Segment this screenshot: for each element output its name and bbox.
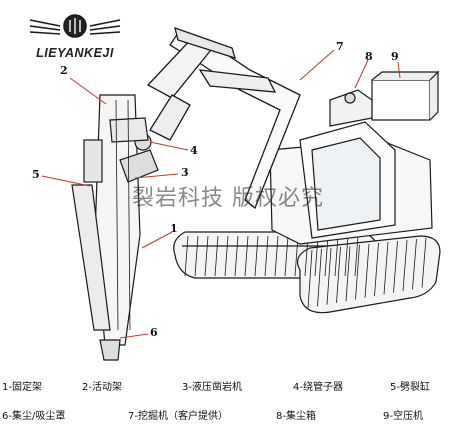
callout-number-8: 8 <box>365 50 373 63</box>
track-tread <box>344 235 349 277</box>
track-tread <box>412 238 417 290</box>
track-tread <box>383 241 389 295</box>
track-tread <box>234 235 239 277</box>
parts-legend: 1-固定架 2-活动架 3-液压凿岩机 4-绕管子器 5-劈裂缸 6-集尘/吸尘… <box>0 370 468 432</box>
track-tread <box>393 240 398 293</box>
track-tread <box>284 235 289 277</box>
track-tread <box>194 235 199 277</box>
track-tread <box>402 239 408 292</box>
track-tread <box>364 243 370 298</box>
legend-item-3: 3-液压凿岩机 <box>182 382 242 393</box>
callout-number-5: 5 <box>32 168 40 181</box>
track-tread <box>214 235 219 277</box>
leader-5 <box>41 175 91 187</box>
track-tread <box>354 235 359 277</box>
drill-mast <box>71 94 159 361</box>
track-tread <box>224 235 229 277</box>
leader-8 <box>354 59 369 89</box>
track-tread <box>314 235 319 277</box>
copyright-watermark: 裂岩科技 版权必究 <box>132 186 324 211</box>
track-tread <box>334 235 339 277</box>
track-tread <box>184 235 189 277</box>
track-tread <box>307 249 313 309</box>
callout-number-7: 7 <box>336 40 344 53</box>
legend-item-9: 9-空压机 <box>383 411 423 422</box>
leader-3 <box>134 173 179 179</box>
excavator-boom <box>146 26 301 210</box>
track-tread <box>244 235 249 277</box>
legend-item-5: 5-劈裂缸 <box>390 382 430 393</box>
track-tread <box>274 235 279 277</box>
track-tread <box>336 246 341 303</box>
leader-4 <box>149 141 189 151</box>
leader-7 <box>299 49 335 81</box>
track-tread <box>345 245 351 302</box>
callout-number-9: 9 <box>391 50 399 63</box>
logo-wordmark: LIEYANKEJI <box>36 46 114 60</box>
track-tread <box>421 237 427 288</box>
callout-leaders <box>41 49 401 339</box>
track-tread <box>324 235 329 277</box>
legend-item-7: 7-挖掘机（客户提供） <box>128 411 228 422</box>
track-tread <box>264 235 269 277</box>
excavator-tracks <box>173 231 441 314</box>
callout-number-3: 3 <box>181 166 189 179</box>
track-tread <box>317 248 322 307</box>
track-tread <box>374 242 379 297</box>
track-tread <box>254 235 259 277</box>
legend-item-8: 8-集尘箱 <box>276 411 316 422</box>
leader-1 <box>141 231 173 249</box>
leader-2 <box>69 77 107 105</box>
leader-6 <box>119 333 149 339</box>
track-tread <box>204 235 209 277</box>
excavator-body <box>269 70 440 245</box>
callout-number-2: 2 <box>60 64 68 77</box>
legend-item-4: 4-绕管子器 <box>293 382 343 393</box>
track-tread <box>355 244 360 300</box>
callout-number-1: 1 <box>170 222 178 235</box>
leader-9 <box>397 61 401 79</box>
logo-emblem <box>29 14 121 38</box>
track-tread <box>326 247 332 305</box>
callout-number-4: 4 <box>190 144 198 157</box>
legend-item-6: 6-集尘/吸尘罩 <box>2 411 66 422</box>
legend-item-1: 1-固定架 <box>2 382 42 393</box>
legend-item-2: 2-活动架 <box>82 382 122 393</box>
callout-number-6: 6 <box>150 326 158 339</box>
